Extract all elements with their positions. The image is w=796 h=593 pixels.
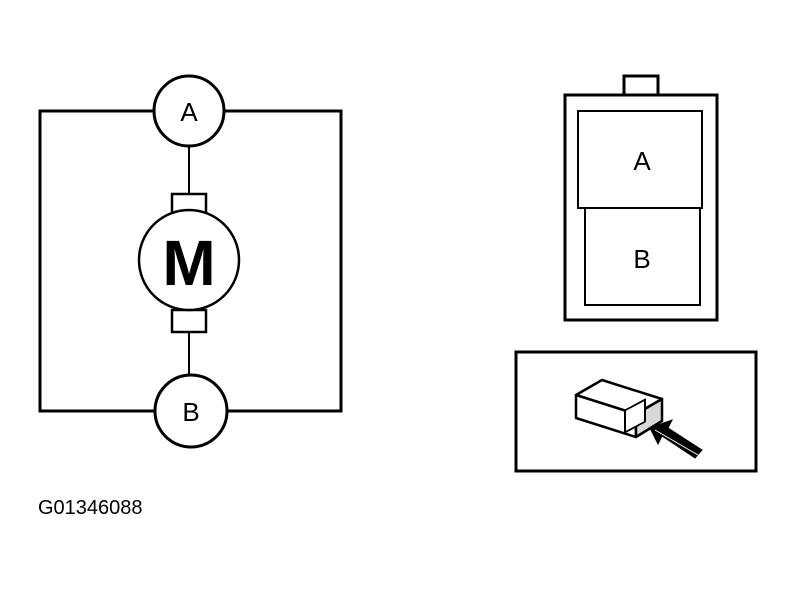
connector-locator-inset: [514, 350, 758, 473]
connector-cavity-a-label: A: [633, 146, 651, 176]
terminal-b: B: [153, 373, 229, 449]
terminal-b-circle: [153, 373, 229, 449]
connector-latch: [622, 74, 660, 98]
terminal-a-label: A: [180, 97, 198, 127]
motor-circuit: [38, 109, 343, 413]
motor-label: M: [162, 227, 215, 299]
connector-locator-icon: [574, 378, 664, 439]
circuit-wire-right: [225, 109, 343, 413]
figure-id: G01346088: [38, 497, 143, 519]
motor-symbol-icon: [137, 192, 241, 334]
connector-cavity-b: [584, 207, 701, 306]
pointer-arrow-icon: [649, 419, 703, 459]
motor-circle: [137, 208, 241, 312]
connector-face: [563, 74, 719, 322]
connector-cavity-b-label: B: [633, 244, 650, 274]
terminal-a: A: [152, 74, 226, 148]
connector-plug-face: [624, 398, 646, 434]
motor-bottom-brush: [170, 308, 208, 334]
connector-cavity-a: [577, 110, 703, 209]
circuit-wire-left: [38, 109, 155, 413]
connector-body-side: [634, 397, 664, 439]
terminal-b-label: B: [182, 397, 199, 427]
terminal-a-circle: [152, 74, 226, 148]
